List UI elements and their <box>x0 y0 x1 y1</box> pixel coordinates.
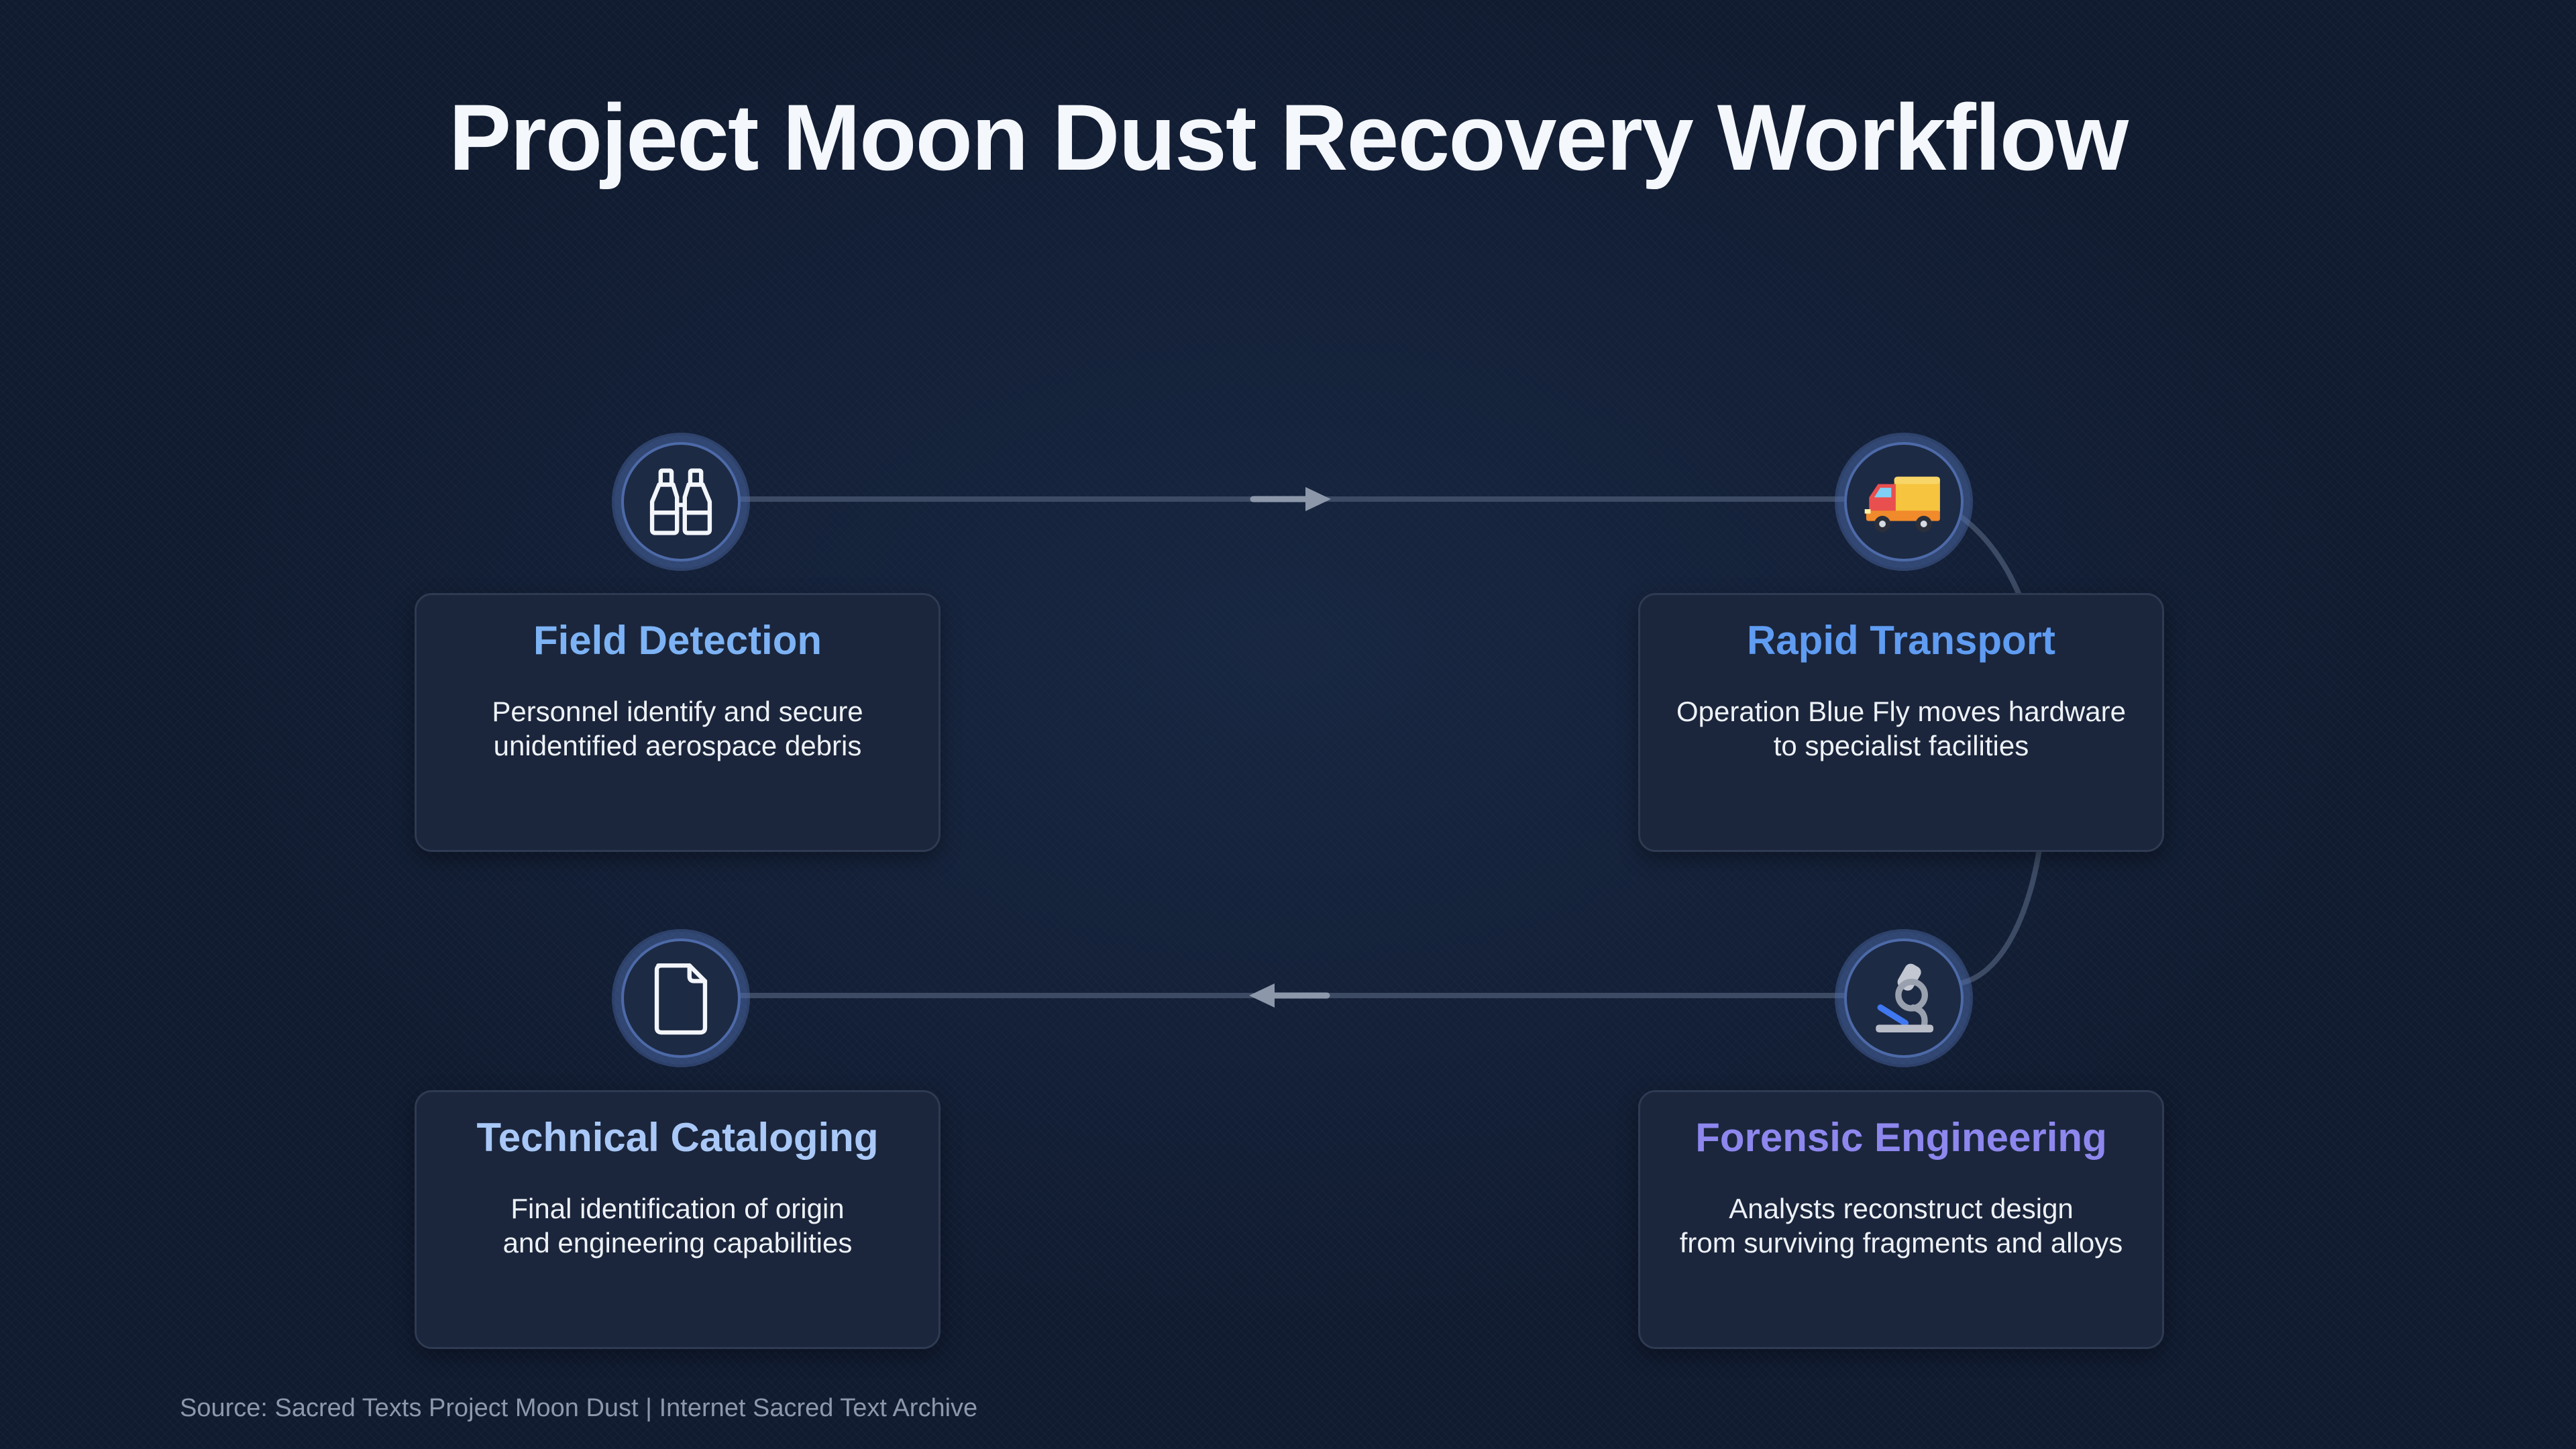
step-description-line: Operation Blue Fly moves hardware <box>1676 696 2126 727</box>
step-card-field-detection: Field Detection Personnel identify and s… <box>415 593 941 852</box>
step-title: Field Detection <box>533 618 822 663</box>
document-icon-circle <box>621 938 741 1058</box>
step-description-line: Analysts reconstruct design <box>1729 1193 2074 1224</box>
step-card-rapid-transport: Rapid Transport Operation Blue Fly moves… <box>1638 593 2164 852</box>
truck-icon-circle <box>1844 442 1964 561</box>
step-title: Forensic Engineering <box>1695 1115 2107 1160</box>
step-description-line: unidentified aerospace debris <box>493 730 862 762</box>
microscope-icon-circle <box>1844 938 1964 1058</box>
step-description-line: and engineering capabilities <box>502 1227 853 1259</box>
step-description: Final identification of origin and engin… <box>417 1191 938 1260</box>
truck-icon <box>1864 476 1940 533</box>
step-card-technical-cataloging: Technical Cataloging Final identificatio… <box>415 1090 941 1349</box>
binoculars-icon <box>649 468 712 535</box>
step-description: Personnel identify and secure unidentifi… <box>417 694 938 763</box>
step-description-line: Final identification of origin <box>511 1193 845 1224</box>
step-title: Rapid Transport <box>1746 618 2056 663</box>
arrow-right-icon <box>1250 487 1331 511</box>
step-description-line: to specialist facilities <box>1773 730 2029 762</box>
page-title: Project Moon Dust Recovery Workflow <box>448 85 2129 190</box>
source-caption: Source: Sacred Texts Project Moon Dust |… <box>180 1394 978 1422</box>
step-description-line: Personnel identify and secure <box>492 696 863 727</box>
step-card-forensic-engineering: Forensic Engineering Analysts reconstruc… <box>1638 1090 2164 1349</box>
step-description-line: from surviving fragments and alloys <box>1679 1227 2123 1259</box>
document-icon <box>654 963 708 1035</box>
step-description: Operation Blue Fly moves hardware to spe… <box>1640 694 2162 763</box>
step-title: Technical Cataloging <box>476 1115 879 1160</box>
binoculars-icon-circle <box>621 442 741 561</box>
microscope-icon <box>1876 963 1934 1033</box>
arrow-left-icon <box>1249 983 1330 1008</box>
step-description: Analysts reconstruct design from survivi… <box>1640 1191 2162 1260</box>
